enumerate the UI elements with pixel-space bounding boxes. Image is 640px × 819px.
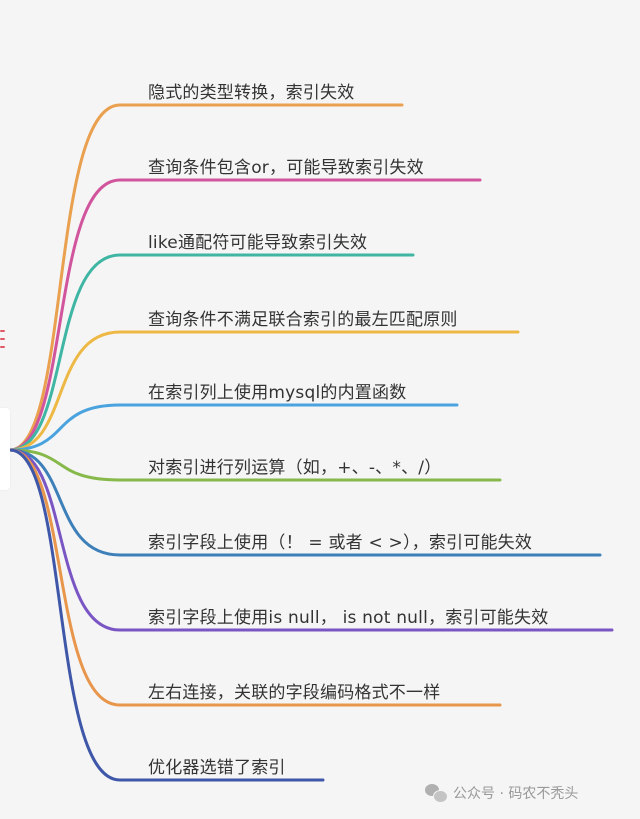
branch-node-label[interactable]: 索引字段上使用is null， is not null，索引可能失效: [148, 608, 549, 628]
wechat-icon: [425, 784, 448, 803]
branch-node-label[interactable]: like通配符可能导致索引失效: [148, 233, 368, 253]
branch-connector: [8, 448, 614, 632]
branch-node-label[interactable]: 优化器选错了索引: [148, 758, 286, 778]
branch-connector: [8, 448, 502, 482]
branch-connector: [8, 103, 404, 452]
branch-connector: [8, 448, 325, 782]
watermark-text: 公众号 · 码农不秃头: [453, 786, 579, 802]
branch-connector: [8, 253, 415, 452]
root-node[interactable]: [0, 408, 10, 490]
branch-node-label[interactable]: 左右连接，关联的字段编码格式不一样: [148, 683, 441, 703]
branch-connector: [8, 448, 602, 557]
branch-node-label[interactable]: 索引字段上使用（！ = 或者 < >），索引可能失效: [148, 533, 533, 553]
branch-node-label[interactable]: 对索引进行列运算（如，+、-、*、/）: [148, 458, 442, 478]
branch-connector: [8, 178, 482, 452]
branch-node-label[interactable]: 查询条件不满足联合索引的最左匹配原则: [148, 310, 458, 330]
branch-connector: [8, 330, 520, 452]
branch-node-label[interactable]: 查询条件包含or，可能导致索引失效: [148, 158, 424, 178]
branch-connector: [8, 448, 502, 707]
watermark: 公众号 · 码农不秃头: [425, 783, 578, 803]
branch-node-label[interactable]: 隐式的类型转换，索引失效: [148, 83, 355, 103]
branch-node-label[interactable]: 在索引列上使用mysql的内置函数: [148, 383, 407, 403]
root-label-fragment: [0, 330, 6, 362]
branch-connector: [8, 403, 459, 452]
